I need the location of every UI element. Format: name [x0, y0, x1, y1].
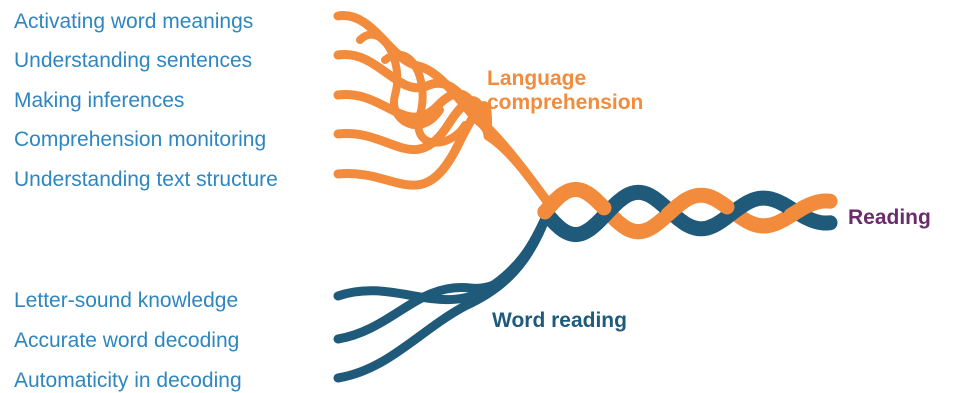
strand-label-inferences: Making inferences — [14, 89, 185, 112]
strand-label-automaticity: Automaticity in decoding — [14, 369, 242, 392]
rope-braid-segment-4 — [660, 192, 694, 222]
rope-braid-segment-3 — [619, 221, 653, 240]
rope-braid-segment-5 — [701, 189, 735, 215]
word-reading-strands — [333, 207, 553, 383]
language-comprehension-line1: Language — [487, 67, 587, 90]
word-reading-label: Word reading — [492, 309, 627, 332]
strand-label-word-meanings: Activating word meanings — [14, 10, 254, 33]
language-twist-b — [381, 50, 469, 147]
braided-rope — [537, 181, 838, 243]
strand-label-text-structure: Understanding text structure — [14, 168, 278, 191]
language-strand-5 — [333, 101, 557, 213]
strand-label-sentences: Understanding sentences — [14, 49, 253, 72]
rope-braid-segment-1 — [537, 186, 571, 220]
rope-braid-segment-2 — [578, 184, 612, 216]
language-comprehension-line2: comprehension — [487, 91, 644, 115]
rope-strand-navy — [537, 184, 838, 243]
reading-label: Reading — [848, 206, 931, 229]
rope-braid-segment-7 — [783, 197, 817, 223]
rope-braid-segment-6 — [742, 215, 776, 234]
word-strand-automaticity — [333, 207, 553, 383]
language-comprehension-label: Language comprehension — [487, 67, 643, 115]
strand-label-monitoring: Comprehension monitoring — [14, 128, 267, 151]
language-strand-4 — [333, 96, 557, 213]
strand-label-letter-sound: Letter-sound knowledge — [14, 289, 239, 312]
language-comprehension-strands — [333, 11, 557, 213]
strand-label-decoding: Accurate word decoding — [14, 329, 240, 352]
